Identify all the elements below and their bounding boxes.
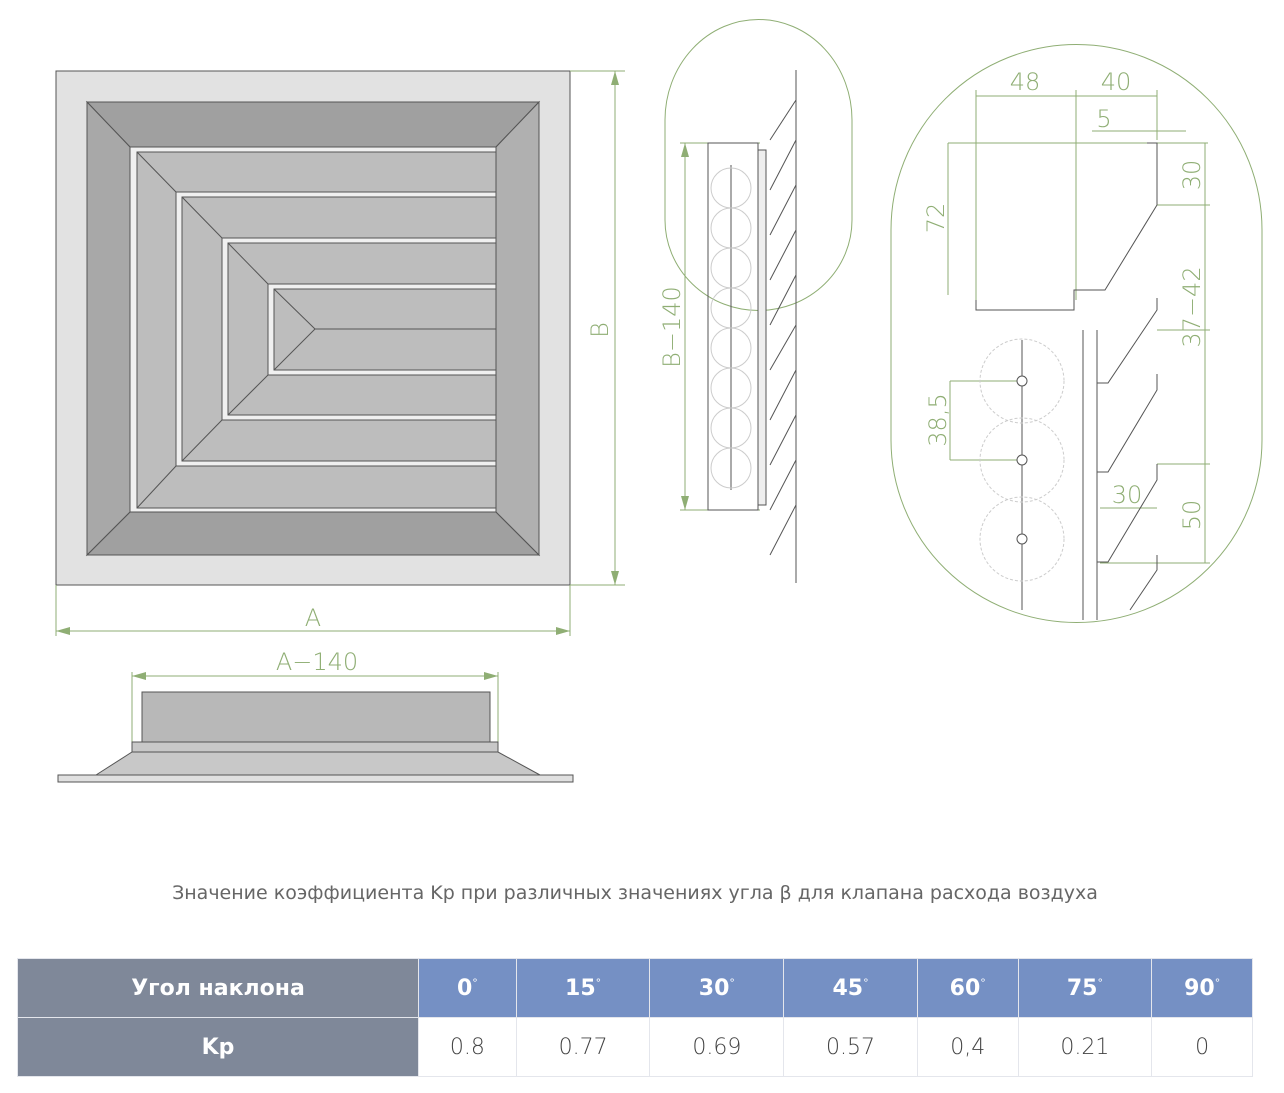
angle-cell: 60° (916, 958, 1019, 1018)
dimension-30-louver: 30 (1112, 481, 1143, 509)
angle-cell: 45° (783, 958, 918, 1018)
kp-value: 0.57 (783, 1017, 918, 1077)
angle-cell: 75° (1017, 958, 1153, 1018)
angle-cell: 0° (418, 958, 517, 1018)
degree-sign: ° (595, 976, 602, 990)
kp-table: Угол наклона 0° 15° 30° 45° 60° 75° 90° … (17, 958, 1253, 1077)
angle-value: 30 (698, 975, 730, 1001)
kp-value: 0 (1151, 1017, 1253, 1077)
kp-value: 0,4 (916, 1017, 1019, 1077)
angle-cell: 15° (515, 958, 651, 1018)
table-caption: Значение коэффициента Kp при различных з… (172, 882, 1098, 904)
angle-label: Угол наклона (17, 958, 419, 1018)
angle-cell: 30° (649, 958, 785, 1018)
dimension-a-140: A−140 (276, 648, 358, 676)
degree-sign: ° (863, 976, 869, 990)
dimension-5: 5 (1096, 105, 1111, 133)
front-view: B A (55, 70, 625, 636)
angle-cell: 90° (1151, 958, 1253, 1018)
angle-value: 0 (456, 975, 473, 1001)
dimension-a: A (305, 604, 321, 632)
dimension-40: 40 (1101, 68, 1132, 96)
angle-value: 15 (565, 975, 596, 1001)
detail-view: 48 40 5 72 30 37−42 38,5 30 50 (890, 44, 1263, 623)
degree-sign: ° (472, 976, 478, 990)
degree-sign: ° (1214, 976, 1221, 990)
table-header-row: Угол наклона 0° 15° 30° 45° 60° 75° 90° (17, 958, 1253, 1018)
dimension-72: 72 (922, 203, 950, 234)
angle-value: 45 (832, 975, 864, 1001)
dimension-48: 48 (1010, 68, 1041, 96)
section-view: A−140 (57, 648, 574, 783)
kp-value: 0.77 (515, 1017, 651, 1077)
degree-sign: ° (980, 976, 986, 990)
dimension-30-top: 30 (1178, 160, 1206, 191)
dimension-b-140: B−140 (658, 286, 686, 368)
dimension-38-5: 38,5 (924, 393, 952, 446)
kp-value: 0.21 (1017, 1017, 1153, 1077)
side-view: B−140 (658, 18, 853, 583)
angle-value: 90 (1184, 975, 1215, 1001)
table-row: Kp 0.8 0.77 0.69 0.57 0,4 0.21 0 (17, 1017, 1253, 1077)
kp-label: Kp (17, 1017, 419, 1077)
dimension-b: B (586, 322, 614, 338)
kp-value: 0.69 (649, 1017, 785, 1077)
degree-sign: ° (729, 976, 735, 990)
dimension-50: 50 (1178, 500, 1206, 531)
angle-value: 75 (1066, 975, 1098, 1001)
dimension-37-42: 37−42 (1178, 266, 1206, 347)
degree-sign: ° (1097, 976, 1103, 990)
kp-value: 0.8 (418, 1017, 517, 1077)
technical-drawing: B A A−140 B−140 (55, 18, 1263, 783)
angle-value: 60 (949, 975, 981, 1001)
